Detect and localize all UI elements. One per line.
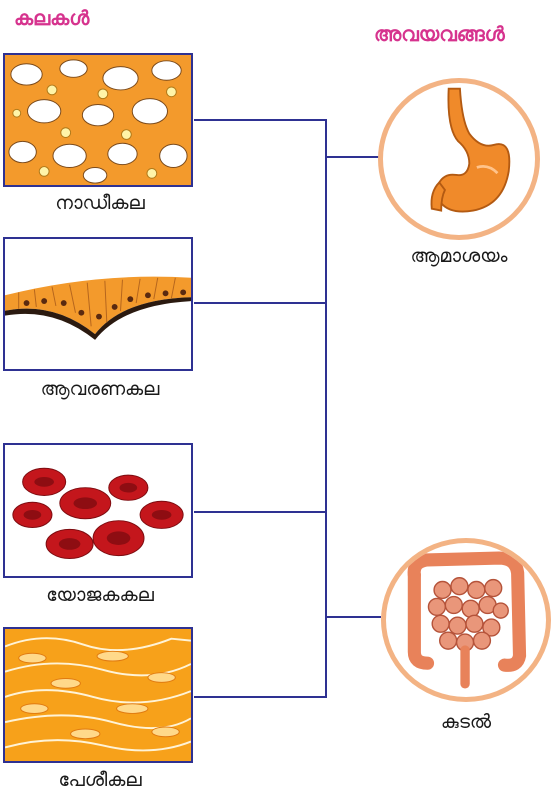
epithelial-tissue-image <box>3 237 193 371</box>
tissue-label-muscle: പേശീകല <box>0 769 200 791</box>
tissue-label-nerve: നാഡീകല <box>0 192 200 214</box>
muscle-tissue-image <box>3 627 193 763</box>
tissue-label-epithelial: ആവരണകല <box>0 378 200 400</box>
organ-label-intestine: കുടൽ <box>378 711 554 733</box>
tissue-label-connective: യോജകകല <box>0 584 200 606</box>
stomach-image <box>378 78 540 240</box>
organ-label-stomach: ആമാശയം <box>371 245 547 267</box>
intestine-image <box>381 538 551 702</box>
nerve-tissue-image <box>3 53 193 187</box>
connective-tissue-image <box>3 443 193 578</box>
